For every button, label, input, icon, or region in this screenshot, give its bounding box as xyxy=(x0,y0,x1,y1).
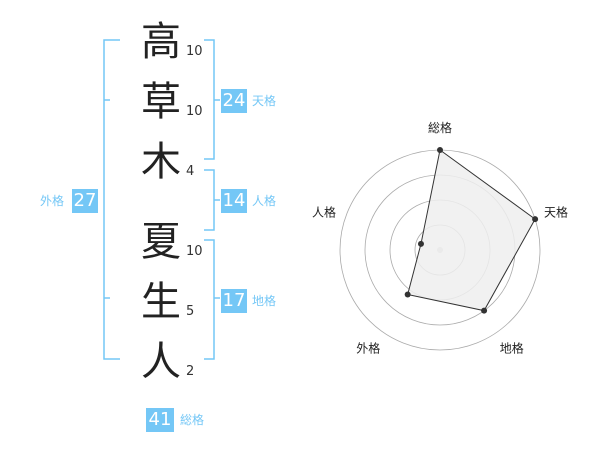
stroke-count-4: 10 xyxy=(186,244,203,259)
soukaku-label: 総格 xyxy=(180,413,205,427)
stroke-count-2: 10 xyxy=(186,104,203,119)
jinkaku-label: 人格 xyxy=(252,194,277,208)
radar-label-4: 人格 xyxy=(312,204,336,219)
name-char-2: 草 xyxy=(141,79,181,125)
radar-point-2 xyxy=(481,307,488,314)
radar-polygon xyxy=(407,149,536,312)
chikaku-bracket xyxy=(204,239,215,360)
radar-label-2: 地格 xyxy=(500,341,524,356)
stroke-count-3: 4 xyxy=(186,164,195,179)
name-char-6: 人 xyxy=(141,339,181,385)
radar-label-1: 天格 xyxy=(544,204,568,219)
radar-point-4 xyxy=(417,240,424,247)
stroke-count-1: 10 xyxy=(186,44,203,59)
tenkaku-value: 24 xyxy=(221,89,247,113)
radar-point-0 xyxy=(437,147,443,153)
kaku-brackets xyxy=(103,39,220,360)
radar-points xyxy=(404,147,539,314)
gaikaku-value: 27 xyxy=(72,189,98,213)
radar-label-0: 総格 xyxy=(428,120,452,135)
soukaku-value: 41 xyxy=(146,408,174,432)
stroke-count-6: 2 xyxy=(186,364,195,379)
radar-label-3: 外格 xyxy=(356,341,380,356)
chikaku-label: 地格 xyxy=(252,294,277,308)
tenkaku-bracket xyxy=(204,39,215,160)
gaikaku-bracket xyxy=(103,39,120,360)
name-char-4: 夏 xyxy=(141,219,181,265)
jinkaku-bracket xyxy=(204,169,215,231)
name-char-3: 木 xyxy=(141,139,181,185)
name-char-1: 高 xyxy=(141,19,181,65)
gaikaku-label: 外格 xyxy=(40,194,65,208)
name-char-5: 生 xyxy=(141,279,181,325)
jinkaku-value: 14 xyxy=(221,189,247,213)
stroke-count-5: 5 xyxy=(186,304,195,319)
chikaku-value: 17 xyxy=(221,289,247,313)
tenkaku-label: 天格 xyxy=(252,94,277,108)
radar-point-3 xyxy=(404,291,411,298)
radar-point-1 xyxy=(532,216,539,223)
